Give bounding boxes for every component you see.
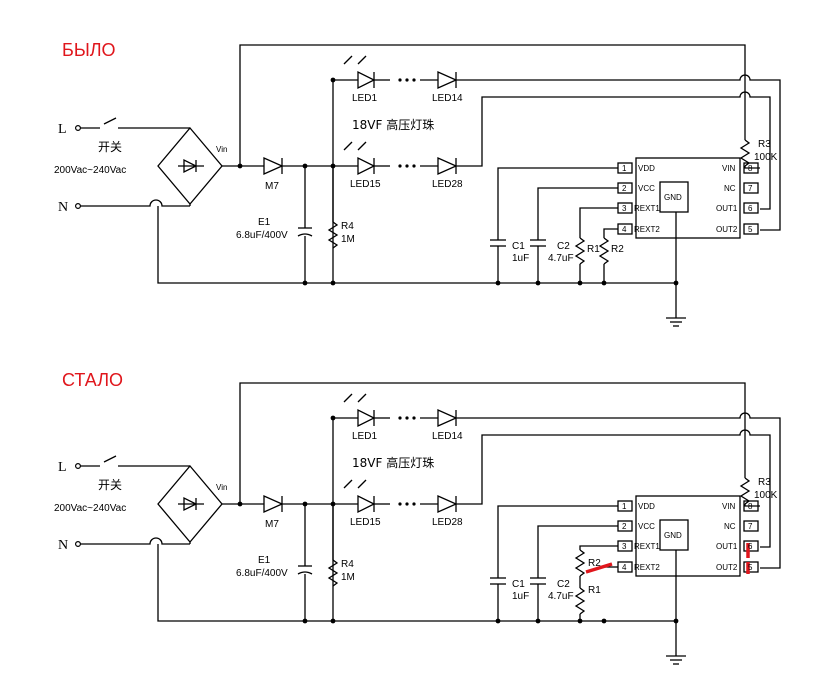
ic-pin3-num: 3	[622, 542, 627, 551]
label-L: L	[58, 122, 67, 137]
label-N: N	[58, 538, 68, 553]
label-led1: LED1	[352, 93, 377, 104]
label-e1-value: 6.8uF/400V	[236, 230, 288, 241]
label-c2-value: 4.7uF	[548, 253, 574, 264]
ic-pin3-num: 3	[622, 204, 627, 213]
ic-pin6-name: OUT1	[716, 204, 738, 213]
label-led28: LED28	[432, 517, 463, 528]
label-led15: LED15	[350, 517, 381, 528]
ic-pin1-name: VDD	[638, 502, 655, 511]
label-supply: 200Vac~240Vac	[54, 165, 126, 176]
label-string-note: 18VF 高压灯珠	[352, 455, 434, 470]
ic-pin3-name: REXT1	[634, 204, 660, 213]
label-r3-value: 100K	[754, 152, 778, 163]
ic-pin1-num: 1	[622, 502, 627, 511]
ic-pin2-name: VCC	[638, 184, 655, 193]
ic-pin7-num: 7	[748, 522, 753, 531]
label-r4-value: 1M	[341, 234, 355, 245]
ic-pin6-num: 6	[748, 542, 753, 551]
label-c2: C2	[557, 579, 570, 590]
ic-pin6-num: 6	[748, 204, 753, 213]
red-mark-r2	[585, 562, 613, 574]
label-r4: R4	[341, 559, 354, 570]
ic-pin1-num: 1	[622, 164, 627, 173]
label-r1: R1	[587, 244, 600, 255]
ic-pin3-name: REXT1	[634, 542, 660, 551]
ic-pin7-name: NC	[724, 522, 736, 531]
ic-pin4-name: REXT2	[634, 563, 660, 572]
label-r3: R3	[758, 139, 771, 150]
ic-pin5-num: 5	[748, 563, 753, 572]
label-c1-value: 1uF	[512, 253, 529, 264]
label-r1: R1	[588, 585, 601, 596]
label-c1: C1	[512, 579, 525, 590]
panel-before-text: БЫЛО L N 开关 200Vac~240Vac Vin M7 E1 6.8u…	[54, 40, 778, 264]
label-e1: E1	[258, 217, 271, 228]
ic-pin8-num: 8	[748, 502, 753, 511]
ic-pin2-num: 2	[622, 184, 627, 193]
label-r4-value: 1M	[341, 572, 355, 583]
label-led28: LED28	[432, 179, 463, 190]
label-L: L	[58, 460, 67, 475]
label-vin: Vin	[216, 483, 227, 492]
label-vin: Vin	[216, 145, 227, 154]
label-m7: M7	[265, 519, 279, 530]
label-c2-value: 4.7uF	[548, 591, 574, 602]
ic-pin8-num: 8	[748, 164, 753, 173]
label-led1: LED1	[352, 431, 377, 442]
label-e1-value: 6.8uF/400V	[236, 568, 288, 579]
label-ic-gnd: GND	[664, 531, 682, 540]
label-led14: LED14	[432, 431, 463, 442]
label-c1: C1	[512, 241, 525, 252]
ic-pin4-name: REXT2	[634, 225, 660, 234]
ic-pin2-name: VCC	[638, 522, 655, 531]
label-r4: R4	[341, 221, 354, 232]
panel-after-text: СТАЛО L N 开关 200Vac~240Vac Vin M7 E1 6.8…	[54, 370, 778, 602]
ic-pin2-num: 2	[622, 522, 627, 531]
label-switch: 开关	[98, 140, 122, 154]
label-c1-value: 1uF	[512, 591, 529, 602]
ic-pin5-name: OUT2	[716, 225, 738, 234]
label-led15: LED15	[350, 179, 381, 190]
label-N: N	[58, 200, 68, 215]
ic-pin7-num: 7	[748, 184, 753, 193]
ic-pin4-num: 4	[622, 225, 627, 234]
ic-pin5-num: 5	[748, 225, 753, 234]
label-led14: LED14	[432, 93, 463, 104]
label-m7: M7	[265, 181, 279, 192]
ic-pin8-name: VIN	[722, 164, 736, 173]
panel-title: СТАЛО	[62, 370, 123, 390]
ic-pin1-name: VDD	[638, 164, 655, 173]
label-e1: E1	[258, 555, 271, 566]
label-r3: R3	[758, 477, 771, 488]
label-switch: 开关	[98, 478, 122, 492]
panel-after	[74, 382, 781, 665]
ic-pin8-name: VIN	[722, 502, 736, 511]
panel-before	[74, 44, 781, 327]
label-r2: R2	[588, 558, 601, 569]
label-ic-gnd: GND	[664, 193, 682, 202]
label-c2: C2	[557, 241, 570, 252]
label-string-note: 18VF 高压灯珠	[352, 117, 434, 132]
ic-pin5-name: OUT2	[716, 563, 738, 572]
panel-title: БЫЛО	[62, 40, 116, 60]
ic-pin6-name: OUT1	[716, 542, 738, 551]
ic-pin4-num: 4	[622, 563, 627, 572]
ic-pin7-name: NC	[724, 184, 736, 193]
label-supply: 200Vac~240Vac	[54, 503, 126, 514]
label-r3-value: 100K	[754, 490, 778, 501]
label-r2: R2	[611, 244, 624, 255]
